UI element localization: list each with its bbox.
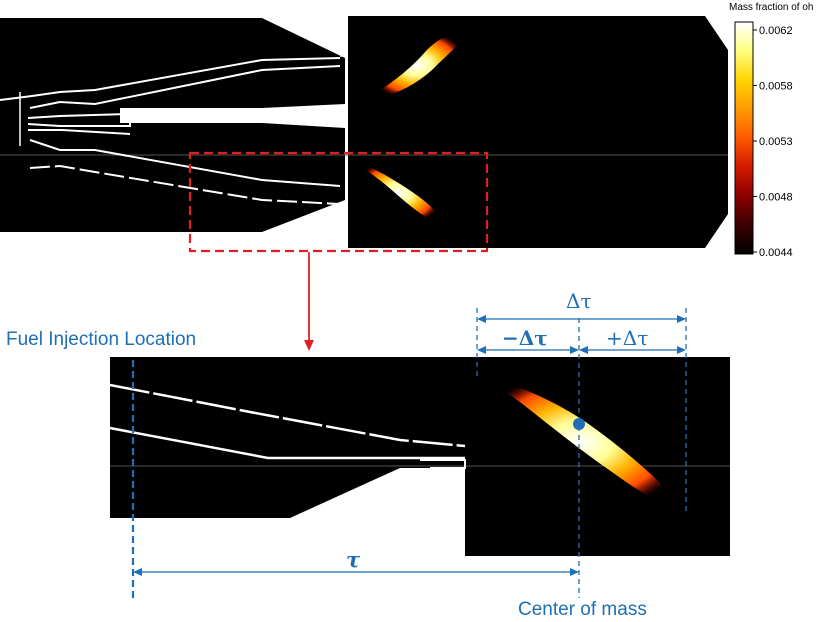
zoomed-view: Fuel Injection Location Center of mass τ… [6, 289, 730, 620]
colorbar-tick-label: 0.0053 [759, 136, 793, 148]
zoomed-flame [473, 372, 688, 512]
colorbar-tick-label: 0.0062 [759, 25, 793, 37]
zoomed-wall-tip [420, 459, 466, 469]
colorbar-title: Mass fraction of oh [729, 2, 813, 13]
colorbar-tick-label: 0.0058 [759, 81, 793, 93]
tau-label: τ [346, 547, 361, 572]
center-of-mass-label: Center of mass [518, 599, 647, 620]
plus-delta-tau-label: +Δτ [606, 326, 648, 350]
combustion-chamber [348, 16, 728, 248]
flame-lower [352, 160, 444, 226]
top-combustor-view [0, 16, 728, 351]
zoom-arrow-head [304, 340, 314, 351]
minus-delta-tau-label: −Δτ [502, 326, 548, 350]
delta-tau-label: Δτ [566, 289, 592, 313]
plus-delta-tau-dimension [579, 346, 686, 354]
zoomed-wall-lower [109, 426, 465, 460]
colorbar-scale [734, 21, 754, 255]
zoomed-wall-upper [109, 383, 466, 448]
delta-tau-dimension [477, 315, 686, 323]
colorbar-ticks: 0.0062 0.0058 0.0053 0.0048 0.0044 [753, 25, 793, 259]
colorbar: Mass fraction of oh 0.00620.00580.00530.… [729, 2, 813, 259]
injector-walls [0, 55, 348, 205]
flame-upper [365, 30, 468, 100]
colorbar-tick-label: 0.0044 [759, 247, 793, 259]
colorbar-tick-label: 0.0048 [759, 192, 793, 204]
fuel-injection-label: Fuel Injection Location [6, 329, 196, 350]
zoom-region-box [188, 151, 489, 253]
zoomed-injector-body [110, 357, 465, 518]
minus-delta-tau-dimension [477, 346, 579, 354]
tau-dimension [133, 568, 579, 576]
center-of-mass-dot [573, 418, 585, 430]
